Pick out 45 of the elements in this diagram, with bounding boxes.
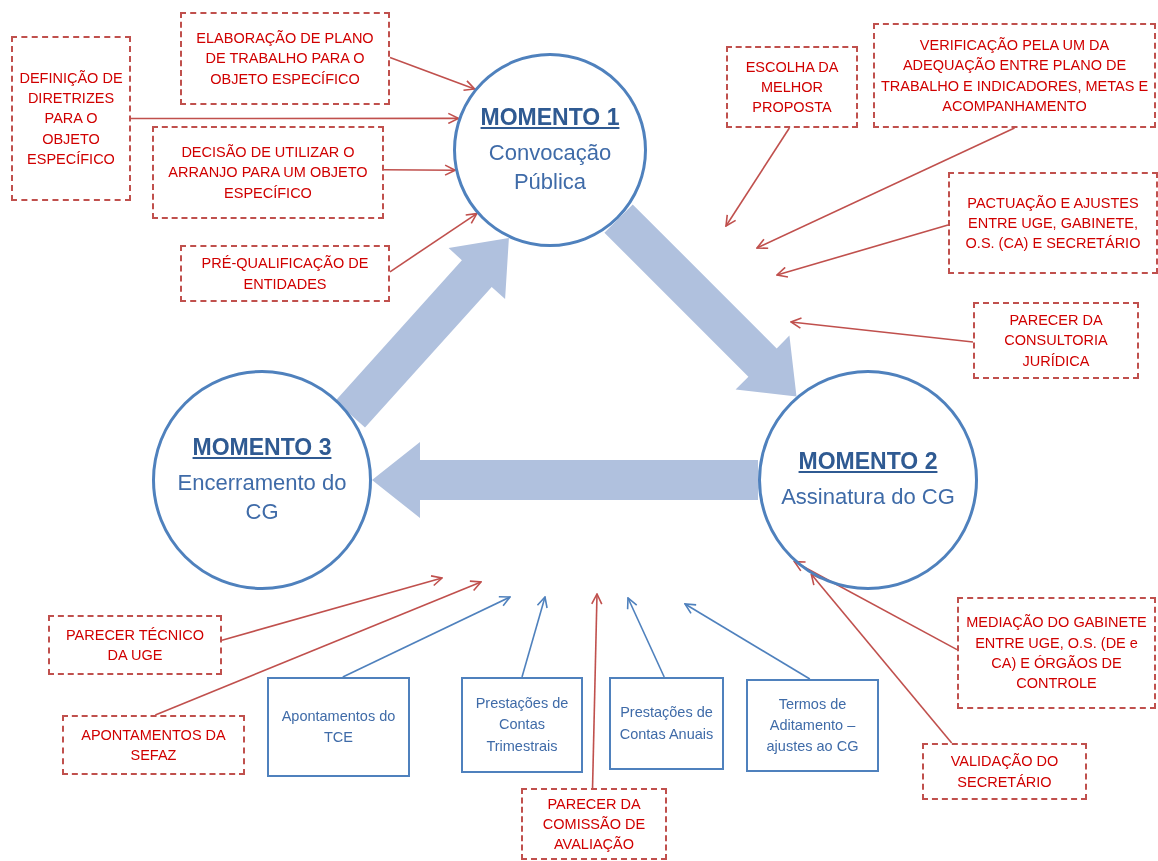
- arrow: [521, 596, 548, 678]
- document-box: Prestações de Contas Trimestrais: [461, 677, 583, 773]
- arrow: [810, 573, 953, 744]
- arrow: [756, 127, 1016, 250]
- document-box: Prestações de Contas Anuais: [609, 677, 724, 770]
- block-arrow: [604, 204, 797, 397]
- step-box: ESCOLHA DA MELHOR PROPOSTA: [726, 46, 858, 128]
- step-box: PARECER DA COMISSÃO DE AVALIAÇÃO: [521, 788, 667, 860]
- step-box: MEDIAÇÃO DO GABINETE ENTRE UGE, O.S. (DE e CA) E ÓRGÃOS DE CONTROLE: [957, 597, 1156, 709]
- stage-name: Encerramento do CG: [176, 468, 348, 526]
- step-box: DEFINIÇÃO DE DIRETRIZES PARA O OBJETO ESPECÍFICO: [11, 36, 131, 201]
- arrow: [154, 580, 482, 716]
- step-box: PACTUAÇÃO E AJUSTES ENTRE UGE, GABINETE, O.S. (CA) E SECRETÁRIO: [948, 172, 1158, 274]
- stage-circle: [152, 370, 372, 590]
- block-arrow: [335, 237, 509, 428]
- step-box: VERIFICAÇÃO PELA UM DA ADEQUAÇÃO ENTRE PLANO DE TRABALHO E INDICADORES, METAS E ACOMPANHAMENTO: [873, 23, 1156, 128]
- arrow: [130, 112, 460, 125]
- arrow: [790, 317, 974, 343]
- arrow: [776, 224, 949, 278]
- arrow: [389, 212, 478, 273]
- arrow: [626, 597, 665, 678]
- block-arrow: [372, 442, 758, 518]
- stage-title: MOMENTO 3: [192, 433, 332, 461]
- arrow: [684, 603, 811, 680]
- arrow: [590, 593, 603, 789]
- stage-name: Assinatura do CG: [781, 483, 955, 512]
- arrow: [342, 596, 511, 678]
- stage-circle: [758, 370, 978, 590]
- step-box: DECISÃO DE UTILIZAR O ARRANJO PARA UM OBJETO ESPECÍFICO: [152, 126, 384, 219]
- step-box: VALIDAÇÃO DO SECRETÁRIO: [922, 743, 1087, 800]
- step-box: ELABORAÇÃO DE PLANO DE TRABALHO PARA O OBJETO ESPECÍFICO: [180, 12, 390, 105]
- arrow: [383, 164, 456, 176]
- document-box: Apontamentos do TCE: [267, 677, 410, 777]
- step-box: PARECER TÉCNICO DA UGE: [48, 615, 222, 675]
- arrow: [221, 575, 443, 641]
- arrow: [389, 56, 476, 91]
- step-box: PARECER DA CONSULTORIA JURÍDICA: [973, 302, 1139, 379]
- stage-circle: [453, 53, 647, 247]
- stage-name: Convocação Pública: [487, 138, 613, 196]
- step-box: PRÉ-QUALIFICAÇÃO DE ENTIDADES: [180, 245, 390, 302]
- stage-title: MOMENTO 2: [798, 448, 938, 476]
- document-box: Termos de Aditamento – ajustes ao CG: [746, 679, 879, 772]
- stage-title: MOMENTO 1: [480, 103, 620, 131]
- step-box: APONTAMENTOS DA SEFAZ: [62, 715, 245, 775]
- arrow: [725, 127, 791, 227]
